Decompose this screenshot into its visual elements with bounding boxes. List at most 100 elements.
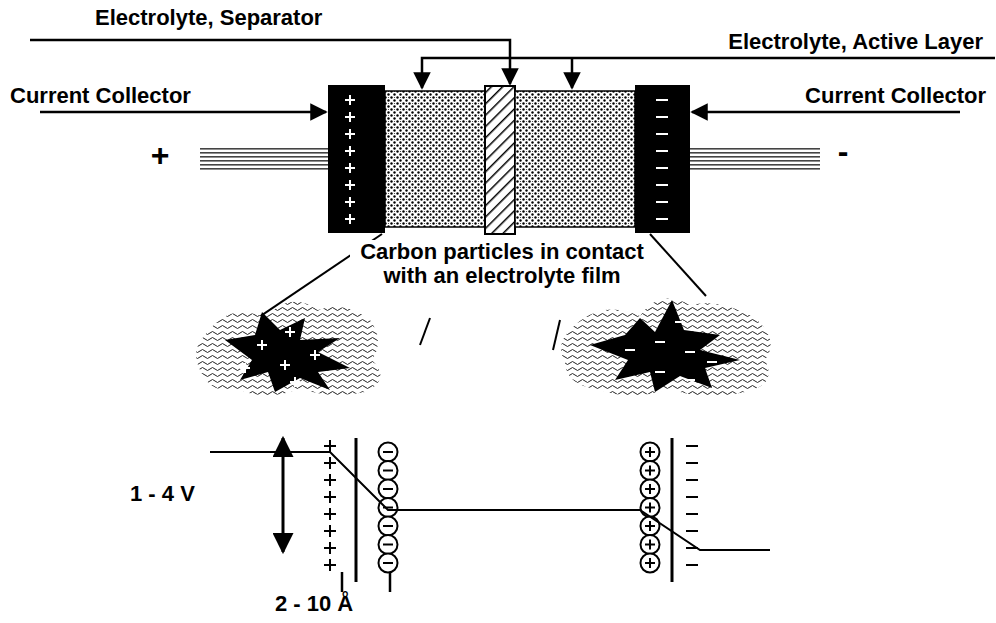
plus-mark xyxy=(244,363,246,373)
minus-mark xyxy=(383,470,393,472)
carbon-particle xyxy=(561,299,771,397)
electrolyte-film xyxy=(561,299,771,397)
plus-mark xyxy=(349,163,351,173)
electrolyte-film xyxy=(196,302,381,396)
ion-circle xyxy=(641,517,660,536)
minus-mark xyxy=(686,564,698,566)
collector-arrow xyxy=(692,111,960,114)
minus-mark xyxy=(686,530,698,532)
plus-mark xyxy=(329,474,331,486)
callout-label: Current Collector xyxy=(8,84,193,108)
plus-mark xyxy=(329,559,331,571)
minus-mark xyxy=(383,525,393,527)
minus-mark xyxy=(686,496,698,498)
active-layer xyxy=(385,91,485,227)
minus-mark xyxy=(656,218,668,220)
charge-marks xyxy=(324,440,398,573)
ion-circle xyxy=(379,517,398,536)
voltage-label: 1 - 4 V xyxy=(128,482,197,506)
minus-mark xyxy=(656,150,668,152)
separator-arrow xyxy=(30,40,510,84)
carbon-particle xyxy=(196,302,381,396)
plus-mark xyxy=(289,327,291,337)
particle-body xyxy=(225,312,350,392)
plus-mark xyxy=(349,214,351,224)
ion-circle xyxy=(641,498,660,517)
minus-mark xyxy=(675,321,685,323)
leader-line xyxy=(420,318,430,345)
terminal-wire xyxy=(690,146,820,170)
particle-body xyxy=(590,300,740,392)
dimension-label: 2 - 10 Å xyxy=(273,592,355,616)
ion-circle xyxy=(379,461,398,480)
plus-mark xyxy=(314,350,316,360)
ion-circle xyxy=(379,498,398,517)
plus-mark xyxy=(261,340,263,350)
callout-label: Current Collector xyxy=(803,84,988,108)
electrode-surface xyxy=(671,438,674,582)
charge-marks xyxy=(345,95,355,224)
cell xyxy=(328,85,690,234)
minus-mark xyxy=(656,167,668,169)
minus-mark xyxy=(655,371,665,373)
ion-circle xyxy=(379,480,398,499)
plus-mark xyxy=(329,508,331,520)
collector-arrow xyxy=(40,111,326,114)
plus-mark xyxy=(649,466,651,476)
ion-circle xyxy=(641,554,660,573)
voltage-arrow xyxy=(282,438,285,552)
active-layer xyxy=(515,91,635,227)
charge-marks xyxy=(656,100,668,219)
minus-mark xyxy=(383,562,393,564)
minus-mark xyxy=(383,451,393,453)
ion-circle xyxy=(641,443,660,462)
plus-mark xyxy=(349,180,351,190)
double-layer-schematic xyxy=(210,438,770,592)
plus-mark xyxy=(649,484,651,494)
minus-mark xyxy=(656,133,668,135)
terminal-wire xyxy=(200,146,328,170)
plus-mark xyxy=(649,503,651,513)
ion-circle xyxy=(641,461,660,480)
minus-mark xyxy=(686,513,698,515)
minus-mark xyxy=(383,544,393,546)
electrode-surface xyxy=(355,438,358,582)
current-collector xyxy=(328,85,385,233)
terminal-sign: + xyxy=(149,138,172,173)
charge-marks xyxy=(641,443,699,573)
minus-mark xyxy=(625,349,635,351)
plus-mark xyxy=(649,540,651,550)
plus-mark xyxy=(349,146,351,156)
ion-circle xyxy=(379,443,398,462)
minus-mark xyxy=(656,99,668,101)
dimension-tick xyxy=(389,572,392,592)
minus-mark xyxy=(686,445,698,447)
current-collector xyxy=(635,85,690,233)
minus-mark xyxy=(686,479,698,481)
terminal-sign: - xyxy=(836,134,851,169)
plus-mark xyxy=(284,360,286,370)
active-layer-arrow xyxy=(571,58,574,88)
plus-mark xyxy=(349,197,351,207)
plus-mark xyxy=(329,457,331,469)
ion-circle xyxy=(641,535,660,554)
ion-circle xyxy=(379,554,398,573)
plus-mark xyxy=(329,440,331,452)
charge-marks xyxy=(625,322,717,380)
minus-mark xyxy=(655,341,665,343)
plus-mark xyxy=(349,129,351,139)
potential-line xyxy=(210,452,770,550)
dimension-tick xyxy=(341,572,344,592)
minus-mark xyxy=(685,351,695,353)
minus-mark xyxy=(686,462,698,464)
plus-mark xyxy=(649,447,651,457)
minus-mark xyxy=(656,201,668,203)
minus-mark xyxy=(656,116,668,118)
plus-mark xyxy=(349,112,351,122)
callout-label: Electrolyte, Active Layer xyxy=(726,30,985,54)
plus-mark xyxy=(649,521,651,531)
charge-marks xyxy=(240,327,320,387)
leader-line xyxy=(650,234,706,296)
minus-mark xyxy=(383,488,393,490)
